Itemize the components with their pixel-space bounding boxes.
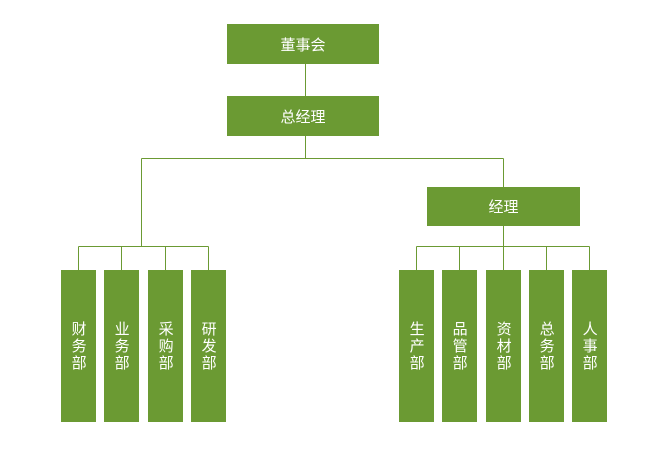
department-rnd: 研发部: [191, 270, 226, 422]
department-general-affairs: 总务部: [529, 270, 564, 422]
department-business: 业务部: [104, 270, 139, 422]
department-label: 人事部: [580, 320, 599, 372]
department-label: 总务部: [537, 320, 556, 372]
department-label: 资材部: [494, 320, 513, 372]
board-node: 董事会: [227, 24, 379, 64]
department-label: 品管部: [450, 320, 469, 372]
department-purchasing: 采购部: [148, 270, 183, 422]
board-label: 董事会: [280, 35, 326, 54]
department-quality: 品管部: [442, 270, 477, 422]
general-manager-node: 总经理: [227, 96, 379, 136]
general-manager-label: 总经理: [280, 107, 326, 126]
manager-label: 经理: [488, 198, 519, 216]
department-materials: 资材部: [486, 270, 521, 422]
department-label: 研发部: [199, 320, 218, 372]
department-label: 业务部: [112, 320, 131, 372]
department-label: 生产部: [407, 320, 426, 372]
department-finance: 财务部: [61, 270, 96, 422]
manager-node: 经理: [427, 187, 580, 226]
department-hr: 人事部: [572, 270, 607, 422]
department-label: 财务部: [69, 320, 88, 372]
department-label: 采购部: [156, 320, 175, 372]
department-production: 生产部: [399, 270, 434, 422]
